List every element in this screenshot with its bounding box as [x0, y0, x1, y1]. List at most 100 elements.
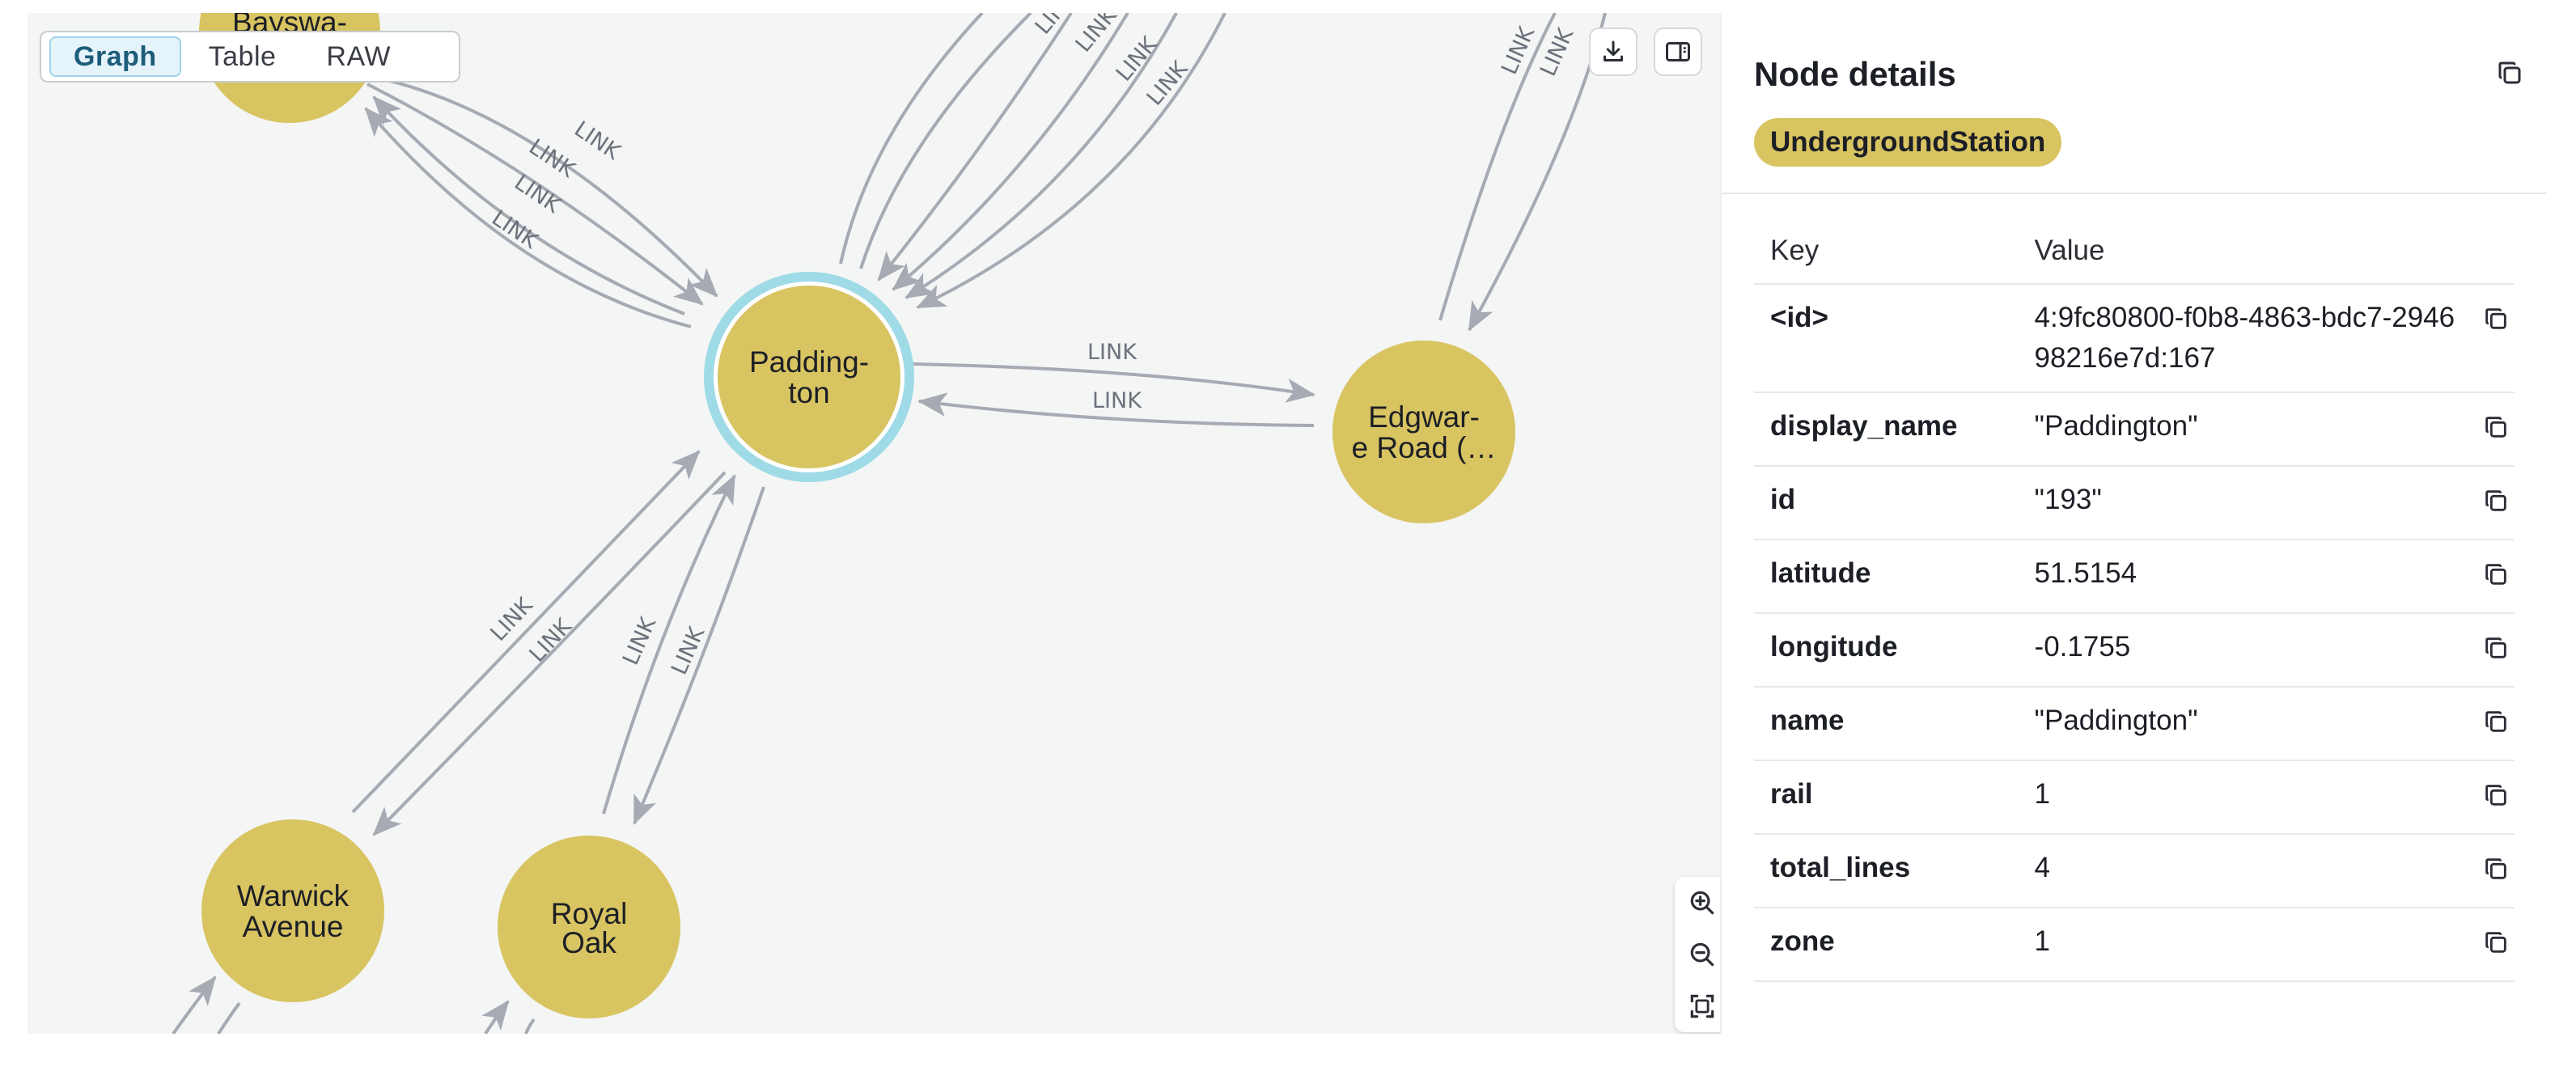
tab-table[interactable]: Table — [208, 40, 277, 72]
copy-value-button[interactable] — [2478, 630, 2514, 666]
edge[interactable] — [1438, 13, 1557, 321]
property-key: rail — [1754, 760, 2019, 835]
property-value: 4:9fc80800-f0b8-4863-bdc7-294698216e7d:1… — [2018, 284, 2464, 393]
view-toggle: Graph Table RAW — [40, 31, 460, 83]
copy-value-button[interactable] — [2478, 851, 2514, 887]
zoom-in-icon — [1690, 891, 1714, 915]
property-key: <id> — [1754, 284, 2019, 393]
edge[interactable] — [351, 450, 701, 814]
node-label: ton — [788, 376, 829, 409]
zoom-out-button[interactable] — [1680, 932, 1720, 977]
copy-icon — [2485, 711, 2506, 732]
node-label: Royal — [551, 897, 628, 930]
copy-icon — [2485, 417, 2506, 438]
copy-all-button[interactable] — [2485, 49, 2534, 97]
edge[interactable] — [383, 78, 718, 298]
property-key: zone — [1754, 908, 2019, 982]
graph-canvas[interactable]: LINK LINK LINK LINK LINK LINK LINK LINK … — [28, 13, 1720, 1034]
copy-value-button[interactable] — [2478, 925, 2514, 960]
edges-edgware: LINK LINK — [912, 340, 1316, 427]
property-value: 4 — [2018, 834, 2464, 908]
edge[interactable] — [524, 1018, 536, 1034]
edge-label: LINK — [570, 116, 625, 165]
edge[interactable] — [892, 13, 1129, 291]
node-royal-oak[interactable]: Royal Oak — [498, 836, 680, 1018]
property-copy-cell — [2463, 613, 2515, 688]
copy-value-button[interactable] — [2478, 557, 2514, 592]
property-key: longitude — [1754, 613, 2019, 688]
download-button[interactable] — [1589, 28, 1638, 76]
edge[interactable] — [217, 1001, 241, 1034]
property-row: longitude-0.1755 — [1754, 613, 2515, 688]
zoom-out-icon — [1690, 942, 1714, 967]
edge[interactable] — [633, 486, 765, 825]
property-copy-cell — [2463, 760, 2515, 835]
property-copy-cell — [2463, 834, 2515, 908]
edges-bayswater: LINK LINK LINK LINK — [364, 78, 718, 328]
property-value: "193" — [2018, 466, 2464, 540]
copy-value-button[interactable] — [2478, 483, 2514, 519]
property-copy-cell — [2463, 466, 2515, 540]
edge[interactable] — [366, 83, 704, 306]
edge-label: LINK — [1092, 388, 1142, 413]
edge[interactable] — [372, 95, 685, 315]
edge[interactable] — [839, 13, 984, 265]
edge-label: LINK — [487, 205, 543, 254]
node-label-chip[interactable]: UndergroundStation — [1754, 118, 2062, 167]
node-paddington[interactable]: Padding- ton — [704, 272, 914, 482]
node-label: Edgwar- — [1368, 400, 1480, 434]
edge[interactable] — [481, 1000, 510, 1034]
node-warwick-avenue[interactable]: Warwick Avenue — [201, 819, 384, 1002]
edge[interactable] — [364, 107, 692, 328]
copy-value-button[interactable] — [2478, 409, 2514, 445]
edge[interactable] — [916, 13, 1227, 309]
edges-bottom — [172, 976, 536, 1034]
edge-label: LINK — [1497, 22, 1540, 78]
toggle-details-panel-button[interactable] — [1654, 28, 1702, 76]
zoom-in-button[interactable] — [1680, 880, 1720, 925]
edge-label: LINK — [524, 613, 577, 667]
edge-label: LINK — [1087, 340, 1138, 365]
column-header-value: Value — [2018, 218, 2515, 285]
copy-icon — [2485, 785, 2506, 806]
edge-label: LINK — [510, 170, 566, 218]
property-key: total_lines — [1754, 834, 2019, 908]
copy-icon — [2485, 564, 2506, 585]
download-icon — [1604, 40, 1623, 61]
edge[interactable] — [917, 392, 1315, 427]
property-key: display_name — [1754, 392, 2019, 467]
node-label: Avenue — [243, 910, 344, 943]
edge[interactable] — [372, 471, 727, 836]
graph-svg[interactable]: LINK LINK LINK LINK LINK LINK LINK LINK … — [28, 13, 1720, 1034]
edge[interactable] — [172, 976, 217, 1034]
node-edgware-road[interactable]: Edgwar- e Road (… — [1332, 341, 1515, 523]
tab-raw[interactable]: RAW — [326, 40, 391, 72]
edge[interactable] — [877, 13, 1073, 282]
property-row: display_name"Paddington" — [1754, 392, 2515, 467]
copy-icon — [2485, 932, 2506, 953]
tab-graph[interactable]: Graph — [49, 36, 181, 77]
edge[interactable] — [602, 474, 736, 815]
copy-icon — [2485, 308, 2506, 329]
property-copy-cell — [2463, 392, 2515, 467]
edge[interactable] — [859, 13, 1032, 269]
property-row: <id>4:9fc80800-f0b8-4863-bdc7-294698216e… — [1754, 284, 2515, 393]
fit-to-screen-icon — [1690, 994, 1714, 1018]
edge[interactable] — [912, 362, 1316, 403]
copy-value-button[interactable] — [2478, 704, 2514, 739]
panel-title: Node details — [1754, 55, 1956, 93]
copy-value-button[interactable] — [2478, 777, 2514, 813]
copy-icon — [2485, 637, 2506, 658]
edges-edgware-top: LINK LINK — [1438, 13, 1607, 332]
property-value: 51.5154 — [2018, 540, 2464, 614]
fit-to-screen-button[interactable] — [1680, 984, 1720, 1029]
properties-table: Key Value <id>4:9fc80800-f0b8-4863-bdc7-… — [1754, 218, 2515, 982]
node-label: e Road (… — [1352, 431, 1497, 464]
copy-icon — [2498, 61, 2521, 84]
property-row: name"Paddington" — [1754, 687, 2515, 761]
copy-value-button[interactable] — [2478, 301, 2514, 337]
edge[interactable] — [905, 13, 1178, 299]
